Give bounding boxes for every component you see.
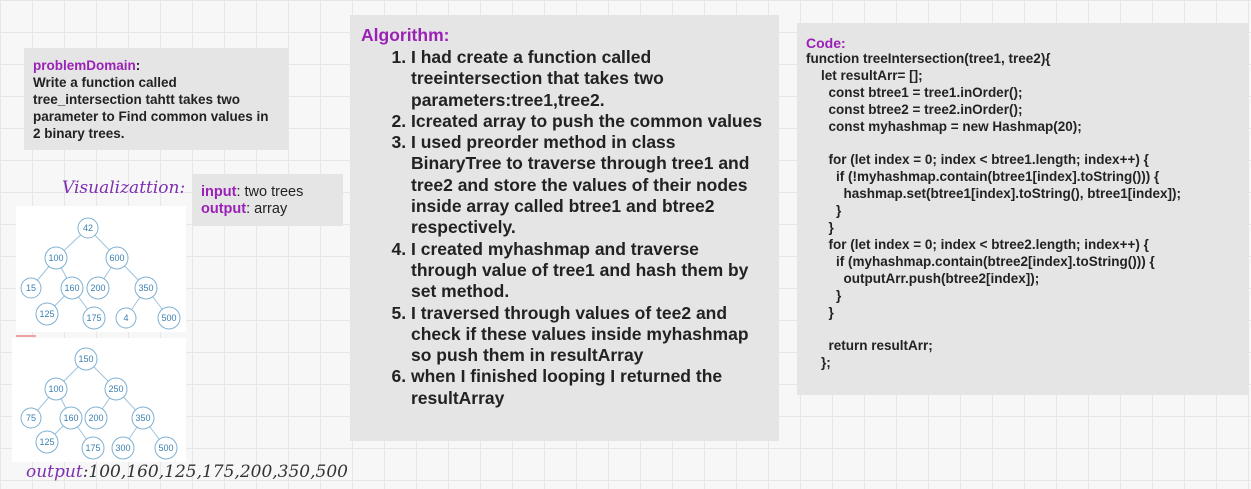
- tree-node: 200: [86, 276, 110, 300]
- tree-node: 600: [105, 246, 129, 270]
- problem-domain-text: Write a function called tree_intersectio…: [33, 75, 269, 141]
- code-line: let resultArr= [];: [806, 67, 923, 83]
- code-block: function treeIntersection(tree1, tree2){…: [806, 51, 1240, 372]
- tree-node: 42: [77, 217, 99, 239]
- tree-node: 500: [154, 436, 178, 460]
- tree-node: 175: [81, 436, 105, 460]
- code-line: if (myhashmap.contain(btree2[index].toSt…: [806, 253, 1155, 269]
- code-line: const myhashmap = new Hashmap(20);: [806, 118, 1082, 134]
- node-label: 200: [90, 283, 105, 293]
- code-line: };: [806, 355, 831, 371]
- node-label: 125: [39, 309, 54, 319]
- node-label: 160: [64, 283, 79, 293]
- node-label: 100: [48, 384, 63, 394]
- output-label: output: [201, 201, 247, 217]
- node-label: 175: [86, 313, 101, 323]
- tree-node: 250: [104, 377, 128, 401]
- tree-node: 15: [20, 277, 42, 299]
- input-value: two trees: [244, 184, 304, 200]
- tree-node: 100: [44, 246, 68, 270]
- tree-node: 500: [157, 306, 181, 330]
- input-line: input: two trees: [201, 184, 304, 200]
- visualization-output-values: 100,160,125,175,200,350,500: [88, 462, 348, 482]
- algorithm-step: Icreated array to push the common values: [411, 111, 769, 132]
- algorithm-step: I traversed through values of tee2 and c…: [411, 303, 769, 367]
- node-label: 350: [138, 283, 153, 293]
- output-value: array: [254, 201, 288, 217]
- code-line: [806, 136, 1240, 153]
- input-output-note[interactable]: input: two trees output: array: [193, 174, 343, 226]
- tree-node: 150: [74, 347, 98, 371]
- tree-node: 350: [131, 406, 155, 430]
- node-label: 100: [48, 253, 63, 263]
- node-label: 500: [158, 443, 173, 453]
- algorithm-step: I used preorder method in class BinaryTr…: [411, 132, 769, 238]
- tree-node: 125: [35, 302, 59, 326]
- algorithm-step: when I finished looping I returned the r…: [411, 366, 769, 409]
- code-line: [806, 321, 1240, 338]
- node-label: 75: [26, 413, 36, 423]
- node-label: 350: [135, 413, 150, 423]
- code-line: if (!myhashmap.contain(btree1[index].toS…: [806, 169, 1160, 185]
- tree1-diagram: 42 100 600 15 160 200 350 125 175 4 500: [20, 217, 181, 330]
- code-line: const btree1 = tree1.inOrder();: [806, 84, 1023, 100]
- code-line: const btree2 = tree2.inOrder();: [806, 101, 1023, 117]
- code-line: for (let index = 0; index < btree1.lengt…: [806, 152, 1149, 168]
- input-label: input: [201, 184, 237, 200]
- code-line: }: [806, 287, 842, 303]
- node-label: 15: [26, 283, 36, 293]
- node-label: 42: [83, 223, 93, 233]
- tree-node: 300: [111, 436, 135, 460]
- code-line: }: [806, 304, 834, 320]
- tree2-image[interactable]: 150 100 250 75 160 200 350 125 175 300 5…: [12, 335, 186, 462]
- node-label: 600: [109, 253, 124, 263]
- visualization-output: output:100,160,125,175,200,350,500: [26, 462, 348, 482]
- code-line: return resultArr;: [806, 338, 933, 354]
- tree-node: 75: [20, 407, 42, 429]
- code-title: Code:: [806, 35, 846, 51]
- code-line: }: [806, 203, 842, 219]
- problem-domain-note[interactable]: problemDomain: Write a function called t…: [24, 48, 288, 150]
- tree-node: 200: [84, 406, 108, 430]
- problem-domain-label: problemDomain: [33, 58, 136, 73]
- tree-node: 350: [134, 276, 158, 300]
- algorithm-step: I had create a function called treeinter…: [411, 47, 769, 111]
- tree-node: 4: [115, 307, 137, 329]
- node-label: 4: [123, 313, 128, 323]
- node-label: 300: [115, 443, 130, 453]
- node-label: 125: [39, 437, 54, 447]
- visualization-output-label: output: [26, 462, 83, 482]
- code-note[interactable]: Code: function treeIntersection(tree1, t…: [797, 23, 1249, 395]
- algorithm-step: I created myhashmap and traverse through…: [411, 239, 769, 303]
- tree-node: 175: [82, 306, 106, 330]
- code-line: function treeIntersection(tree1, tree2){: [806, 51, 1051, 66]
- tree-node: 160: [60, 276, 84, 300]
- node-label: 200: [88, 413, 103, 423]
- tree-node: 100: [44, 377, 68, 401]
- code-line: for (let index = 0; index < btree2.lengt…: [806, 236, 1149, 252]
- tree-node: 125: [35, 430, 59, 454]
- algorithm-steps: I had create a function called treeinter…: [360, 47, 769, 409]
- output-line: output: array: [201, 201, 288, 217]
- algorithm-title: Algorithm:: [361, 25, 450, 45]
- code-line: hashmap.set(btree1[index].toString(), bt…: [806, 186, 1182, 202]
- visualization-title: Visualizattion:: [62, 178, 186, 198]
- node-label: 250: [108, 384, 123, 394]
- problem-domain-colon: :: [135, 58, 141, 73]
- tree1-image[interactable]: 42 100 600 15 160 200 350 125 175 4 500: [16, 206, 186, 332]
- node-label: 500: [161, 313, 176, 323]
- code-line: }: [806, 220, 834, 236]
- tree-node: 160: [59, 406, 83, 430]
- code-line: outputArr.push(btree2[index]);: [806, 270, 1040, 286]
- algorithm-note[interactable]: Algorithm: I had create a function calle…: [350, 15, 779, 441]
- tree2-diagram: 150 100 250 75 160 200 350 125 175 300 5…: [20, 347, 178, 460]
- node-label: 150: [78, 354, 93, 364]
- selection-marker: [16, 335, 36, 337]
- node-label: 160: [63, 413, 78, 423]
- node-label: 175: [85, 443, 100, 453]
